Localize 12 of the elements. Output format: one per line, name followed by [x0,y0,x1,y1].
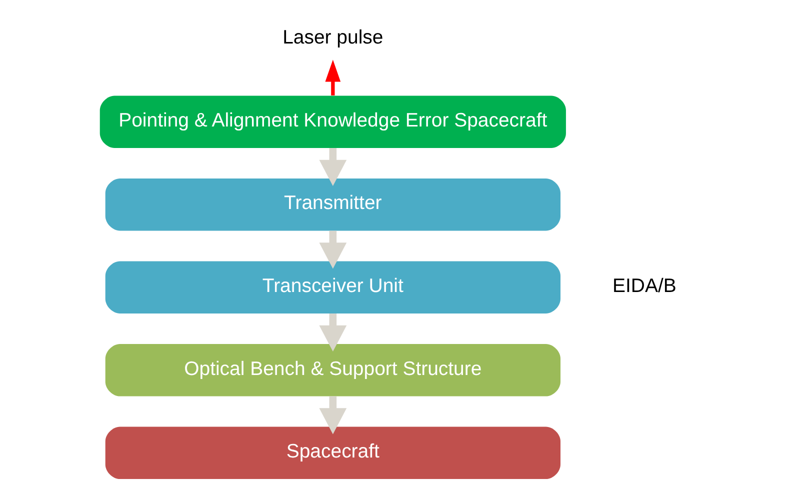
arrow [318,148,346,186]
arrow [318,230,346,269]
arrow [324,60,340,96]
arrow [318,314,346,352]
node-box: Transceiver Unit [104,261,560,314]
node-box: Spacecraft [104,426,560,480]
node-box: Optical Bench & Support Structure [104,344,560,396]
node-box: Transmitter [104,178,560,231]
arrow [318,396,346,434]
label: EIDA/B [612,275,676,297]
node-box: Pointing & Alignment Knowledge Error Spacecraft [99,96,566,148]
node-text: Laser pulse [282,26,383,49]
